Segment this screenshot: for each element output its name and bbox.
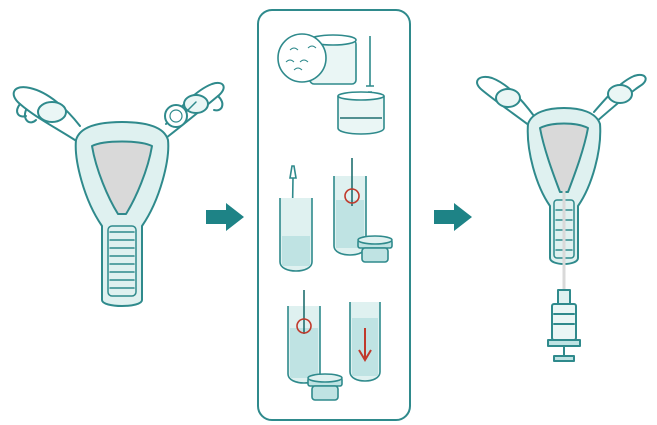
uterus-with-catheter-icon bbox=[477, 75, 646, 361]
tube-cap-icon bbox=[308, 374, 342, 400]
arrow-right-icon bbox=[434, 203, 472, 231]
right-ovary bbox=[608, 85, 632, 103]
pipette-icon bbox=[366, 36, 374, 86]
microscope-view-icon bbox=[278, 34, 326, 82]
uterus-with-ovum-icon bbox=[14, 83, 224, 306]
arrow-right-icon bbox=[206, 203, 244, 231]
left-ovary bbox=[496, 89, 520, 107]
step-3-separation bbox=[288, 290, 380, 400]
ovum-icon bbox=[165, 102, 196, 127]
left-ovary bbox=[38, 102, 66, 122]
tube-cap-icon bbox=[358, 236, 392, 262]
step-1-sperm-sample bbox=[278, 34, 384, 134]
lab-procedure-steps-icon bbox=[258, 10, 410, 420]
step-2-centrifuge bbox=[280, 158, 392, 271]
beaker-icon bbox=[338, 96, 384, 134]
